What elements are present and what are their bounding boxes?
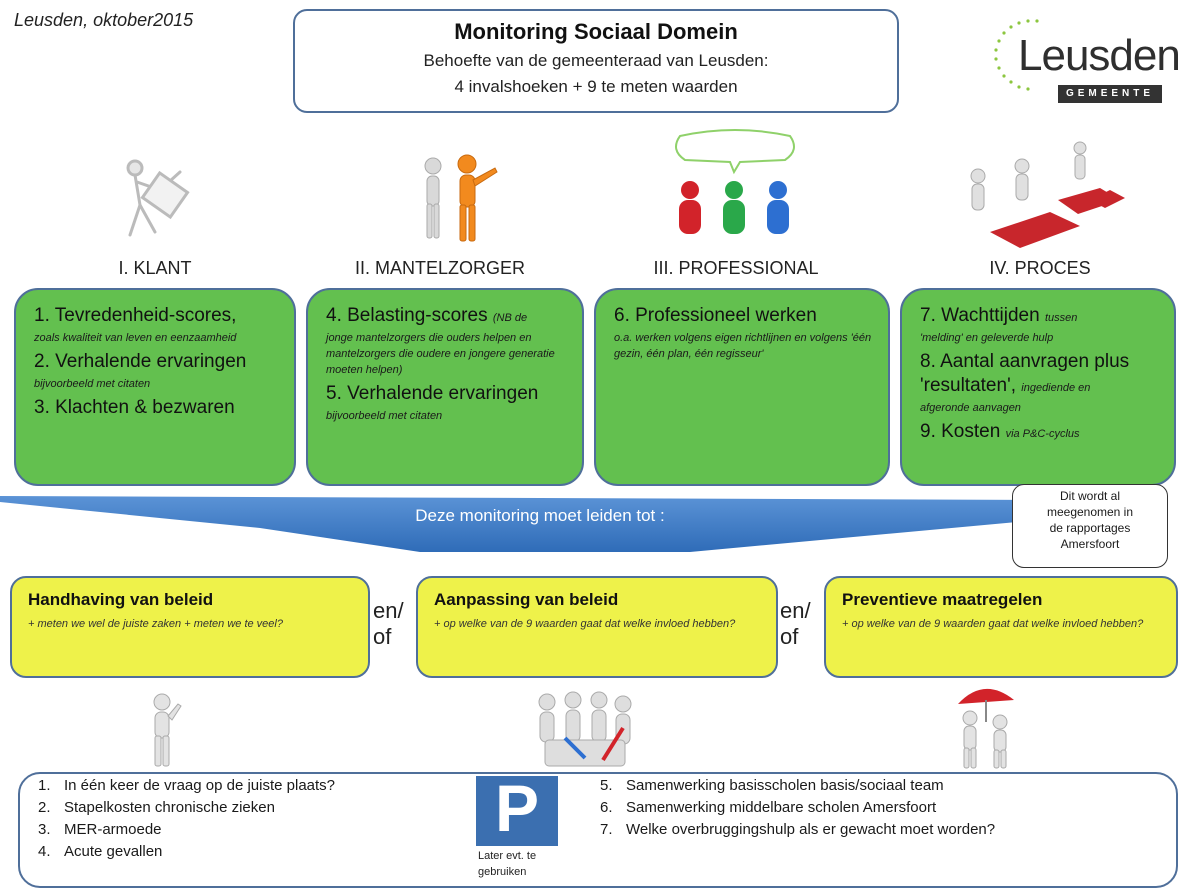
subtitle-line-1: Behoefte van de gemeenteraad van Leusden… (423, 51, 769, 70)
professional-box: 6. Professioneel werken o.a. werken volg… (594, 288, 890, 486)
team-figures-icon (538, 691, 632, 767)
mantelzorger-figures-icon (424, 154, 498, 242)
proces-puzzle-icon (970, 141, 1125, 248)
item-number: 5. (600, 777, 613, 794)
page-title: Monitoring Sociaal Domein (454, 19, 738, 44)
callout-line-3: de rapportages (1049, 521, 1131, 535)
value-1: 1. Tevredenheid-scores, (34, 305, 237, 326)
item-number: 7. (600, 821, 613, 838)
value-6-note: o.a. werken volgens eigen richtlijnen en… (614, 332, 872, 360)
value-4: 4. Belasting-scores (NB de (326, 304, 568, 328)
banner-text: Deze monitoring moet leiden tot : (415, 506, 665, 525)
item-number: 1. (38, 777, 51, 794)
list-item: 4. Acute gevallen (38, 841, 335, 863)
logo-dots-icon (994, 19, 1039, 91)
outcome-2-desc: + op welke van de 9 waarden gaat dat wel… (434, 618, 736, 630)
item-number: 4. (38, 843, 51, 860)
outcome-3-title: Preventieve maatregelen (842, 590, 1043, 609)
item-number: 6. (600, 799, 613, 816)
proces-box: 7. Wachttijden tussen 'melding' en gelev… (900, 288, 1176, 486)
item-text: Samenwerking basisscholen basis/sociaal … (626, 777, 944, 794)
list-item: 3. MER-armoede (38, 819, 335, 841)
parking-box (18, 772, 1178, 888)
connector-2-line-1: en/ (780, 598, 811, 623)
value-2-note: bijvoorbeeld met citaten (34, 378, 151, 390)
list-item: 1. In één keer de vraag op de juiste plaa… (38, 775, 335, 797)
value-8-inline-note: ingediende en (1021, 382, 1091, 394)
value-4-note: jonge mantelzorgers die ouders helpen en… (326, 332, 555, 376)
thumbs-up-figure-icon (153, 693, 182, 767)
item-text: In één keer de vraag op de juiste plaats… (64, 777, 336, 794)
funnel-banner (0, 496, 1060, 552)
column-head-klant: I. KLANT (118, 258, 192, 278)
outcome-1-desc: + meten we wel de juiste zaken + meten w… (28, 618, 283, 630)
list-item: 7. Welke overbruggingshulp als er gewacht… (600, 819, 995, 841)
column-head-professional: III. PROFESSIONAL (653, 258, 819, 278)
value-7: 7. Wachttijden tussen (920, 304, 1160, 328)
value-8: 8. Aantal aanvragen plus 'resultaten', i… (920, 350, 1160, 398)
leusden-logo: Leusden GEMEENTE (988, 15, 1181, 107)
callout-note: Dit wordt al meegenomen in de rapportage… (1012, 484, 1168, 568)
place-date: Leusden, oktober2015 (14, 10, 194, 30)
mantelzorger-box: 4. Belasting-scores (NB de jonge mantelz… (306, 288, 584, 486)
value-2: 2. Verhalende ervaringen (34, 351, 247, 372)
logo-subtitle: GEMEENTE (1058, 85, 1162, 103)
value-3: 3. Klachten & bezwaren (34, 397, 235, 418)
value-1-note: zoals kwaliteit van leven en eenzaamheid (34, 332, 237, 344)
value-4-label: 4. Belasting-scores (326, 305, 488, 326)
outcome-handhaving: Handhaving van beleid + meten we wel de … (10, 576, 370, 678)
parking-list-left: 1. In één keer de vraag op de juiste plaa… (38, 775, 335, 863)
item-text: Welke overbruggingshulp als er gewacht m… (626, 821, 996, 838)
item-text: Acute gevallen (64, 843, 163, 860)
parking-sign-icon: P (476, 771, 558, 846)
parking-caption-line-2: gebruiken (478, 866, 527, 878)
value-7-label: 7. Wachttijden (920, 305, 1040, 326)
klant-box: 1. Tevredenheid-scores, zoals kwaliteit … (14, 288, 296, 486)
item-number: 3. (38, 821, 51, 838)
outcome-2-title: Aanpassing van beleid (434, 590, 619, 609)
callout-line-2: meegenomen in (1046, 505, 1134, 519)
outcome-aanpassing: Aanpassing van beleid + op welke van de … (416, 576, 778, 678)
connector-1-line-1: en/ (373, 598, 404, 623)
value-4-inline-note: (NB de (492, 312, 528, 324)
column-head-proces: IV. PROCES (989, 258, 1091, 278)
value-8-label: 8. Aantal aanvragen plus 'resultaten', (920, 351, 1130, 396)
professionals-figures-icon (675, 129, 795, 234)
connector-2-line-2: of (780, 624, 799, 649)
callout-line-4: Amersfoort (1060, 537, 1120, 551)
value-8-note: afgeronde aanvagen (920, 402, 1021, 414)
subtitle-line-2: 4 invalshoeken + 9 te meten waarden (454, 77, 738, 96)
value-7-inline-note: tussen (1044, 312, 1078, 324)
item-text: Stapelkosten chronische zieken (64, 799, 275, 816)
item-text: Samenwerking middelbare scholen Amersfoo… (626, 799, 937, 816)
value-5: 5. Verhalende ervaringen (326, 383, 539, 404)
list-item: 6. Samenwerking middelbare scholen Amersf… (600, 797, 995, 819)
umbrella-figures-icon (958, 688, 1014, 769)
value-9-label: 9. Kosten (920, 421, 1001, 442)
parking-letter: P (494, 771, 540, 845)
item-number: 2. (38, 799, 51, 816)
callout-line-1: Dit wordt al (1059, 489, 1121, 503)
title-box: Monitoring Sociaal Domein Behoefte van d… (293, 9, 899, 113)
outcome-1-title: Handhaving van beleid (28, 590, 214, 609)
connector-en-of-1: en/ of (373, 598, 404, 650)
list-item: 5. Samenwerking basisscholen basis/sociaa… (600, 775, 995, 797)
parking-caption-line-1: Later evt. te (478, 850, 537, 862)
item-text: MER-armoede (64, 821, 162, 838)
klant-figure-icon (126, 159, 190, 237)
outcome-3-desc: + op welke van de 9 waarden gaat dat wel… (842, 618, 1144, 630)
column-head-mantelzorger: II. MANTELZORGER (354, 258, 525, 278)
value-9: 9. Kosten via P&C-cyclus (920, 420, 1160, 444)
logo-word: Leusden (1018, 31, 1181, 80)
value-7-note: 'melding' en geleverde hulp (920, 332, 1054, 344)
parking-list-right: 5. Samenwerking basisscholen basis/sociaa… (600, 775, 995, 841)
value-6: 6. Professioneel werken (614, 305, 817, 326)
connector-en-of-2: en/ of (780, 598, 811, 650)
parking-caption: Later evt. te gebruiken (478, 848, 578, 880)
outcome-preventie: Preventieve maatregelen + op welke van d… (824, 576, 1178, 678)
value-5-note: bijvoorbeeld met citaten (326, 410, 443, 422)
value-9-inline-note: via P&C-cyclus (1005, 428, 1080, 440)
list-item: 2. Stapelkosten chronische zieken (38, 797, 335, 819)
connector-1-line-2: of (373, 624, 392, 649)
